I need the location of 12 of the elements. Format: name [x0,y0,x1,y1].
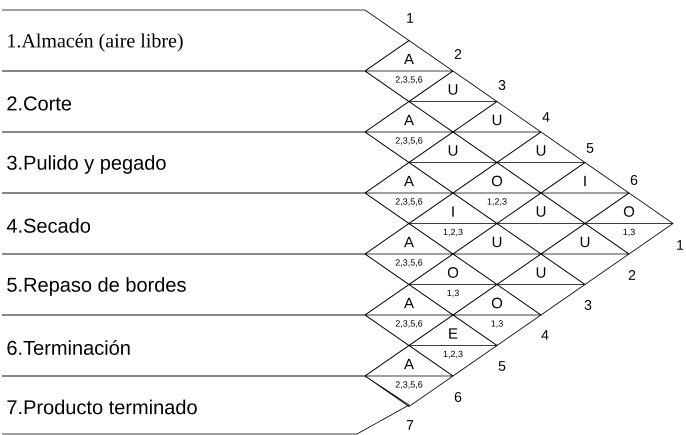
row-number: 2 [454,49,462,59]
row-number: 2 [628,270,636,280]
row-number: 7 [406,420,414,430]
row-number: 5 [586,143,594,153]
row-number: 3 [498,80,506,90]
row-number: 6 [630,175,638,185]
row-number: 4 [541,330,548,340]
row-number: 6 [454,392,462,402]
row-number: 4 [542,112,550,122]
row-number: 5 [498,361,506,371]
row-number: 3 [584,300,592,310]
row-number: 1 [407,13,414,23]
